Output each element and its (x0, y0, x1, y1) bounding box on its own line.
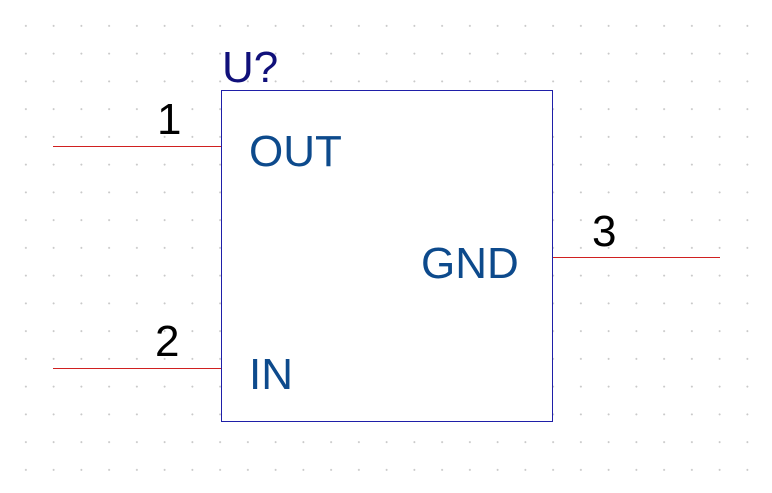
pin-3-number: 3 (592, 207, 617, 256)
pin-3-name: GND (421, 239, 519, 288)
pin-3-line[interactable] (553, 257, 720, 258)
pin-1-number: 1 (157, 95, 182, 144)
component-body[interactable] (221, 90, 553, 422)
pin-1-name: OUT (249, 127, 342, 176)
pin-1-line[interactable] (53, 146, 221, 147)
component-designator: U? (222, 43, 279, 92)
pin-2-name: IN (249, 350, 293, 399)
pin-2-number: 2 (155, 317, 180, 366)
pin-2-line[interactable] (53, 368, 221, 369)
